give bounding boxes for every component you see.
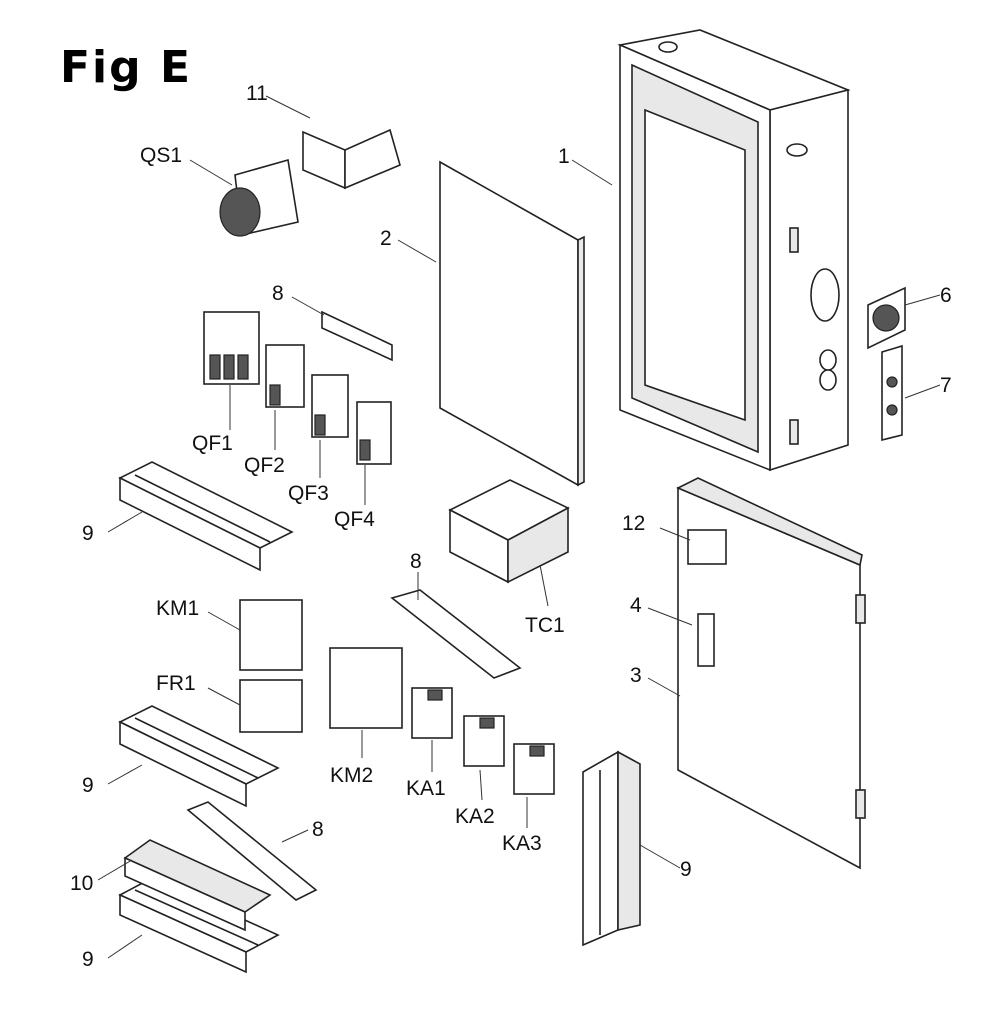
label-7: 7: [940, 374, 952, 397]
relay-ka1: [411, 687, 453, 739]
label-12: 12: [622, 512, 645, 535]
label-ka1: KA1: [406, 777, 446, 800]
label-ka3: KA3: [502, 832, 542, 855]
label-8-bottom: 8: [312, 818, 324, 841]
label-qf1: QF1: [192, 432, 233, 455]
fan-filter: [867, 286, 906, 350]
power-socket: [881, 344, 903, 442]
din-rail-middle: [390, 589, 522, 679]
contactor-km2: [329, 647, 403, 729]
wire-duct-b: [118, 705, 280, 808]
label-2: 2: [380, 227, 392, 250]
label-qf2: QF2: [244, 454, 285, 477]
label-fr1: FR1: [156, 672, 196, 695]
label-tc1: TC1: [525, 614, 565, 637]
din-rail-bottom: [186, 801, 318, 901]
label-8-middle: 8: [410, 550, 422, 573]
breaker-qf3: [311, 374, 349, 438]
bracket: [302, 130, 346, 190]
figure-title: Fig E: [60, 42, 193, 93]
relay-ka2: [463, 715, 505, 767]
label-4: 4: [630, 594, 642, 617]
label-qs1: QS1: [140, 144, 182, 167]
label-9-c: 9: [82, 948, 94, 971]
terminal-block: [123, 839, 272, 932]
label-3: 3: [630, 664, 642, 687]
breaker-qf4: [356, 401, 392, 465]
contactor-km1: [239, 599, 303, 671]
main-switch-qs1: [219, 158, 299, 237]
label-9-b: 9: [82, 774, 94, 797]
breaker-qf1: [203, 311, 260, 385]
overload-relay-fr1: [239, 679, 303, 733]
label-8-top: 8: [272, 282, 284, 305]
transformer-tc1: [448, 479, 570, 584]
label-qf3: QF3: [288, 482, 329, 505]
label-ka2: KA2: [455, 805, 495, 828]
enclosure-door: [676, 477, 866, 870]
leader-lines: [97, 95, 941, 959]
label-9-a: 9: [82, 522, 94, 545]
label-1: 1: [558, 145, 570, 168]
label-km1: KM1: [156, 597, 199, 620]
wire-duct-vertical: [582, 750, 641, 947]
enclosure-box: [617, 29, 851, 472]
wire-duct-a: [118, 461, 294, 572]
label-10: 10: [70, 872, 93, 895]
relay-ka3: [513, 743, 555, 795]
label-11: 11: [246, 82, 268, 105]
label-9-d: 9: [680, 858, 692, 881]
label-km2: KM2: [330, 764, 373, 787]
breaker-qf2: [265, 344, 305, 408]
door-handle: [697, 613, 715, 667]
label-qf4: QF4: [334, 508, 375, 531]
label-6: 6: [940, 284, 952, 307]
mounting-panel: [439, 160, 579, 487]
din-rail-top: [321, 310, 393, 362]
